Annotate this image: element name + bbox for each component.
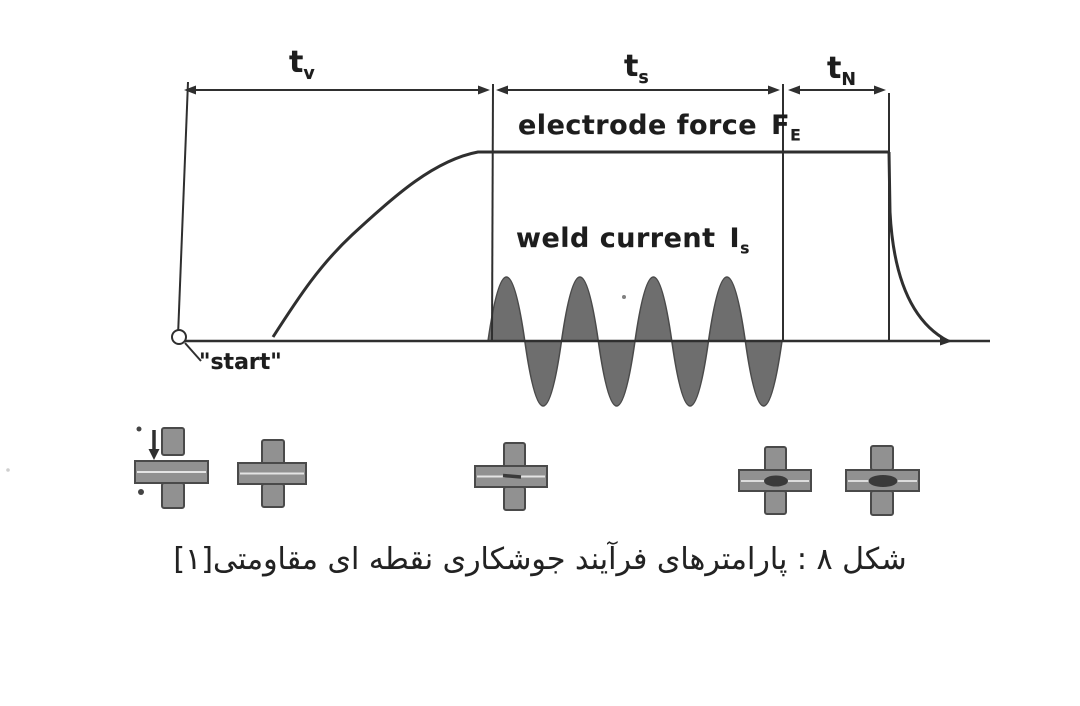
lower-electrode [261, 483, 285, 508]
figure-caption: شکل ۸ : پارامترهای فرآیند جوشکاری نقطه ا… [173, 542, 907, 577]
nugget-complete-icon [845, 445, 920, 516]
lower-electrode [161, 482, 185, 509]
arrowhead-tn-left [788, 85, 800, 95]
time-label-tn: tN [827, 51, 856, 90]
scan-speck [136, 426, 142, 432]
electrode-force-label: electrode force FE [518, 110, 802, 145]
arrowhead-tv-right [478, 85, 490, 95]
arrowhead-tn-right [874, 85, 886, 95]
upper-electrode [764, 446, 787, 472]
heating-interface-mark [502, 473, 522, 479]
weld-current-text: weld current [516, 223, 716, 254]
weld-nugget [868, 475, 898, 487]
upper-electrode [870, 445, 894, 471]
current-flow-icon [474, 442, 548, 511]
down-arrow-icon [148, 430, 160, 460]
electrode-contact-icon [237, 439, 307, 508]
scan-speck [138, 489, 144, 495]
arrowhead-tv-left [184, 85, 196, 95]
start-label: "start" [199, 350, 282, 375]
scan-speck [6, 468, 10, 472]
force-curve [271, 150, 889, 338]
arrowhead-ts-right [768, 85, 780, 95]
electrode-force-text: electrode force [518, 110, 758, 141]
arrowheads [184, 85, 953, 346]
lower-electrode [870, 490, 894, 516]
force-symbol: FE [771, 110, 802, 145]
start-point-circle [171, 329, 187, 345]
boundary-line-weld-start [491, 83, 494, 342]
time-label-tv: tv [289, 45, 315, 84]
start-leader-line [184, 342, 202, 362]
scan-speck [622, 295, 626, 299]
weld-current-label: weld current Is [516, 223, 750, 258]
arrowhead-time-axis [940, 336, 953, 346]
upper-electrode [161, 427, 185, 456]
nugget-formation-icon [738, 446, 812, 515]
current-symbol: Is [729, 223, 750, 258]
arrowhead-ts-left [496, 85, 508, 95]
electrode-approach-icon [134, 426, 209, 509]
lower-electrode [503, 486, 526, 511]
upper-electrode [261, 439, 285, 465]
diagram-lines [171, 81, 990, 362]
time-label-ts: ts [624, 49, 649, 88]
boundary-line-start [177, 81, 189, 337]
upper-electrode [503, 442, 526, 468]
force-release-curve [887, 151, 949, 343]
lower-electrode [764, 490, 787, 515]
weld-nugget [764, 475, 788, 487]
